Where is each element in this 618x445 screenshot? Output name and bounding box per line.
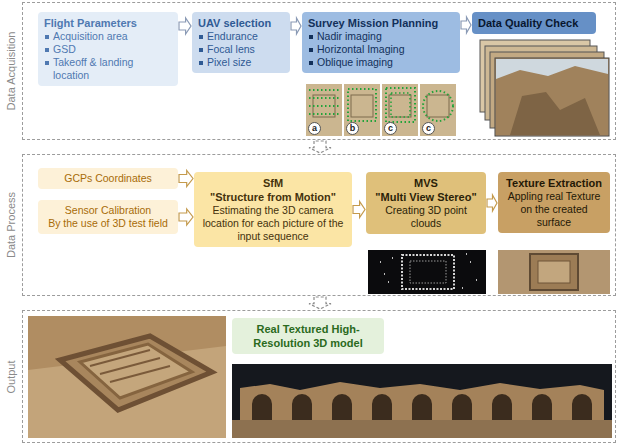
process-box: MVS"Multi View Stereo"Creating 3D point …	[366, 172, 486, 234]
flow-arrow	[309, 141, 331, 153]
mission-thumbnail	[306, 84, 342, 136]
process-box: UAV selectionEnduranceFocal lensPixel si…	[192, 12, 290, 73]
process-box: Flight ParametersAcquisition areaGSDTake…	[38, 12, 178, 86]
flow-arrow	[179, 18, 191, 34]
bullet-item: Pixel size	[198, 56, 284, 69]
bullet-item: Oblique imaging	[308, 56, 454, 69]
ruins-panorama-image	[232, 364, 612, 438]
box-title: "Structure from Motion"	[200, 190, 346, 204]
bullet-item: GSD	[44, 43, 172, 56]
mission-thumbnail	[382, 84, 418, 136]
bullet-item: Takeoff & landing location	[44, 56, 172, 82]
mission-thumbnail	[306, 84, 342, 136]
stage-band: Data ProcessGCPs CoordinatesSensor Calib…	[22, 154, 616, 296]
mission-thumbnail	[344, 84, 380, 136]
ruins-panorama-image	[232, 420, 612, 438]
box-text: GCPs Coordinates	[44, 172, 172, 185]
point-cloud-image	[410, 261, 446, 283]
figure-letter: b	[346, 122, 359, 135]
mission-thumbnail	[313, 95, 335, 117]
bullet-item: Horizontal Imaging	[308, 43, 454, 56]
bullet-item: Acquisition area	[44, 30, 172, 43]
mission-thumbnail	[427, 95, 449, 117]
point-cloud-image	[368, 250, 486, 294]
aerial-model-image	[28, 316, 226, 438]
flow-arrow	[179, 171, 193, 187]
photo-stack	[510, 92, 600, 135]
textured-surface-image	[530, 254, 578, 290]
box-text: Appling real Texture on the created surf…	[504, 190, 604, 229]
box-title: Real Textured High-Resolution 3D model	[238, 322, 378, 350]
box-title: Flight Parameters	[44, 16, 172, 30]
mission-thumbnail	[382, 84, 418, 136]
process-box: GCPs Coordinates	[38, 168, 178, 189]
stage-label: Data Acquisition	[5, 32, 18, 111]
mission-thumbnail	[386, 88, 415, 122]
process-box: Survey Mission PlanningNadir imagingHori…	[302, 12, 460, 73]
stage-label: Data Process	[5, 192, 18, 258]
figure-letter: c	[384, 122, 397, 135]
mission-thumbnail	[389, 95, 411, 117]
photo-stack	[495, 58, 609, 136]
box-title: Survey Mission Planning	[308, 16, 454, 30]
textured-surface-image	[498, 250, 610, 294]
textured-surface-image	[538, 261, 570, 283]
ruins-panorama-image	[252, 394, 592, 422]
ruins-panorama-image	[240, 382, 604, 422]
mission-thumbnail	[420, 84, 456, 136]
process-box: Data Quality Check	[472, 12, 596, 34]
ruins-panorama-image	[232, 364, 612, 438]
textured-surface-image	[498, 250, 610, 294]
photo-stack	[496, 66, 608, 135]
process-box: SfM"Structure from Motion"Estimating the…	[194, 172, 352, 247]
process-box: Sensor CalibrationBy the use of 3D test …	[38, 200, 178, 234]
stage-label: Output	[5, 360, 18, 393]
box-title: UAV selection	[198, 16, 284, 30]
figure-letter: c	[422, 122, 435, 135]
stage-band: Data AcquisitionFlight ParametersAcquisi…	[22, 2, 616, 140]
mission-thumbnail	[348, 89, 376, 121]
process-box: Texture ExtractionAppling real Texture o…	[498, 172, 610, 233]
bullet-item: Nadir imaging	[308, 30, 454, 43]
aerial-model-image	[60, 336, 212, 410]
aerial-model-image	[80, 344, 192, 398]
flow-arrow	[291, 18, 301, 34]
stage-band: OutputReal Textured High-Resolution 3D m…	[22, 310, 616, 443]
mission-thumbnail	[391, 93, 410, 117]
bullet-item: Endurance	[198, 30, 284, 43]
box-text: Estimating the 3D camera location for ea…	[200, 204, 346, 243]
box-title: SfM	[200, 176, 346, 190]
mission-thumbnail	[351, 95, 373, 117]
box-title: Data Quality Check	[478, 16, 590, 30]
aerial-model-image	[90, 350, 170, 382]
box-text: By the use of 3D test field	[44, 217, 172, 230]
box-title: MVS	[372, 176, 480, 190]
box-text: Sensor Calibration	[44, 204, 172, 217]
mission-thumbnail	[344, 84, 380, 136]
process-box: Real Textured High-Resolution 3D model	[232, 318, 384, 354]
point-cloud-image	[368, 250, 486, 294]
flow-arrow	[309, 297, 331, 309]
figure-letter: a	[308, 122, 321, 135]
point-cloud-image	[380, 254, 477, 288]
mission-thumbnail	[423, 91, 453, 121]
flow-arrow	[179, 209, 193, 225]
flow-arrow	[461, 17, 471, 33]
mission-thumbnail	[309, 90, 339, 114]
point-cloud-image	[402, 255, 454, 289]
bullet-item: Focal lens	[198, 43, 284, 56]
flow-arrow	[353, 202, 365, 218]
mission-thumbnail	[420, 84, 456, 136]
aerial-model-image	[28, 316, 226, 438]
flow-arrow	[487, 195, 497, 211]
box-text: Creating 3D point clouds	[372, 204, 480, 230]
box-title: Texture Extraction	[504, 176, 604, 190]
photo-stack	[480, 40, 609, 136]
box-title: "Multi View Stereo"	[372, 190, 480, 204]
